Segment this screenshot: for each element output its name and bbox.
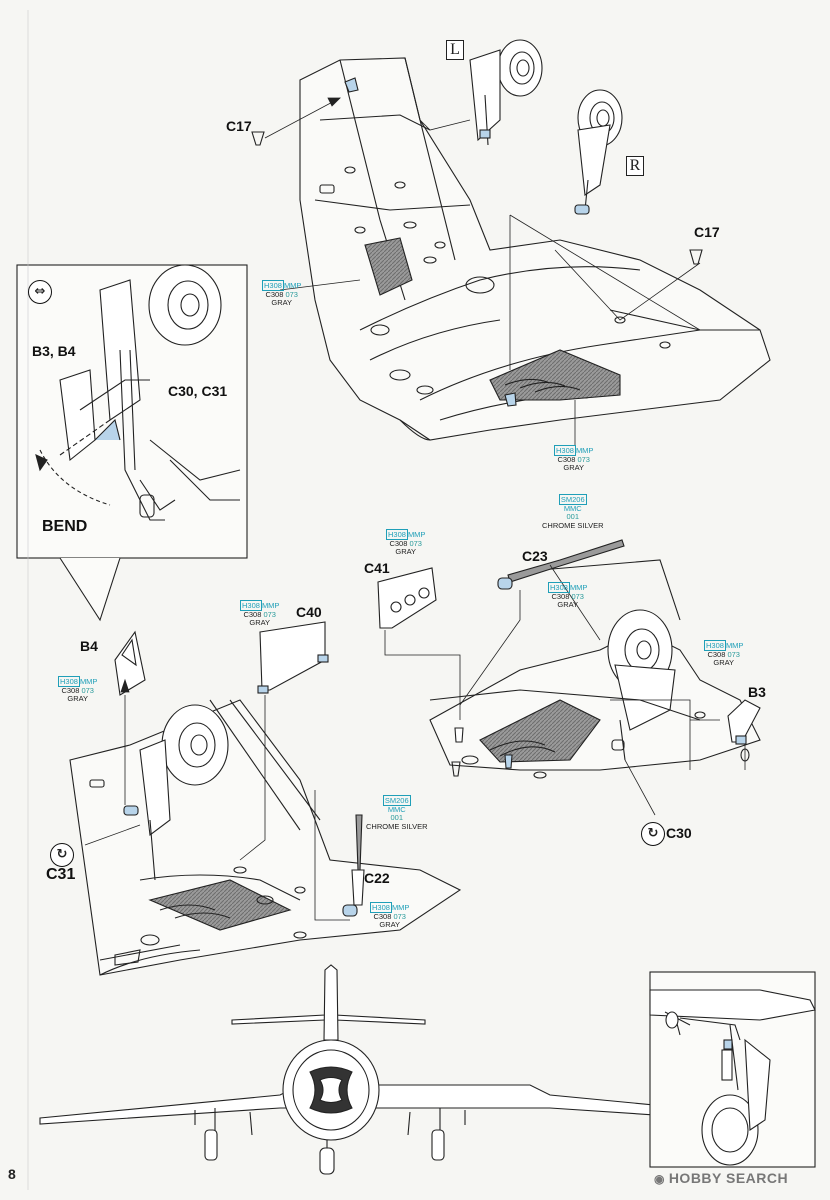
part-label-c30: C30 [666,825,692,841]
part-label-c17-top: C17 [226,118,252,134]
bottom-right-inset-drawing [649,989,816,1166]
double-arrow-icon: ⇔ [28,280,52,304]
part-label-c17-right: C17 [694,224,720,240]
part-label-c31: C31 [46,866,76,883]
right-side-marker: R [626,156,644,176]
top-wing-assembly [251,39,771,441]
mid-right-assembly [377,539,761,779]
page-number: 8 [8,1166,16,1182]
part-label-b3-b4: B3, B4 [32,343,76,359]
watermark-logo-icon: ◉ [654,1172,669,1186]
paint-callout-chrome-silver-c23: SM206 MMC 001 CHROME SILVER [542,494,604,530]
c17-part-right [689,249,703,265]
part-label-c23: C23 [522,548,548,564]
right-main-gear [574,89,623,215]
part-label-b4: B4 [80,638,98,654]
watermark-text: HOBBY SEARCH [668,1170,789,1186]
part-label-c22: C22 [364,870,390,886]
paint-callout-chrome-silver-c22: SM206 MMC 001 CHROME SILVER [366,795,428,831]
part-label-c30-c31: C30, C31 [168,383,228,399]
part-label-c41: C41 [364,560,390,576]
part-label-b3: B3 [748,684,766,700]
detail-inset-drawing [35,264,241,521]
front-view-aircraft [39,964,791,1175]
rotate-arrow-icon: ↻ [50,843,74,867]
c17-part-top [251,131,265,146]
left-side-marker: L [446,40,464,60]
bend-label: BEND [42,518,88,535]
left-main-gear [469,39,543,146]
rotate-arrow-icon: ↻ [641,822,665,846]
part-label-c40: C40 [296,604,322,620]
watermark: ◉ HOBBY SEARCH [654,1170,788,1186]
